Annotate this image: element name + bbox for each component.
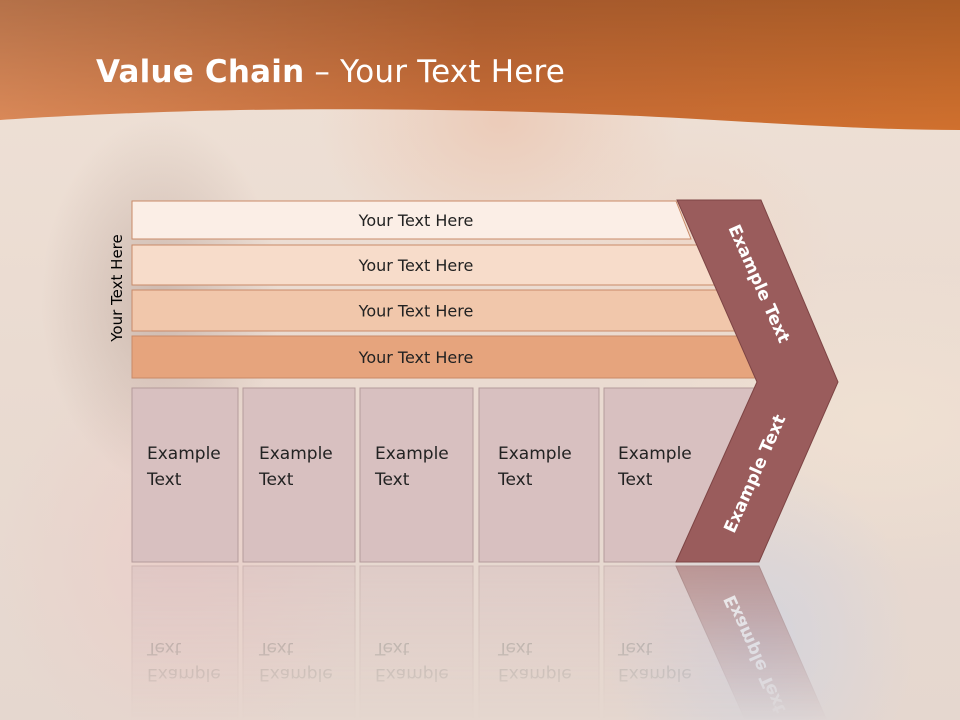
column-1-line1: Example: [147, 444, 221, 464]
reflection-text: Text: [374, 638, 410, 658]
bar-4-label: Your Text Here: [358, 348, 474, 367]
reflection-chevron: [675, 565, 828, 720]
title-rest: – Your Text Here: [304, 54, 566, 90]
reflection-text: Text: [146, 638, 182, 658]
column-4-line2: Text: [497, 470, 533, 490]
column-4-line1: Example: [498, 444, 572, 464]
column-4: [478, 387, 600, 563]
title-bold: Value Chain: [96, 54, 305, 90]
bar-1-label: Your Text Here: [358, 211, 474, 230]
reflection-text: Text: [258, 638, 294, 658]
column-2: [242, 387, 356, 563]
reflection-text: Text: [617, 638, 653, 658]
column-1-line2: Text: [146, 470, 182, 490]
reflection-column: [131, 565, 239, 720]
column-2-line2: Text: [258, 470, 294, 490]
reflection-text: Example: [498, 664, 572, 684]
header-band: [0, 0, 960, 130]
diagram-reflection: Example Text Example Text Example Text E…: [131, 565, 828, 720]
column-1: [131, 387, 239, 563]
reflection-column: [359, 565, 474, 720]
reflection-text: Text: [497, 638, 533, 658]
column-5-line2: Text: [617, 470, 653, 490]
column-3-line1: Example: [375, 444, 449, 464]
bar-2-label: Your Text Here: [358, 256, 474, 275]
bar-3-label: Your Text Here: [358, 302, 474, 321]
reflection-text: Example: [147, 664, 221, 684]
column-5-line1: Example: [618, 444, 692, 464]
column-2-line1: Example: [259, 444, 333, 464]
reflection-column: [478, 565, 600, 720]
reflection-column: [242, 565, 356, 720]
bar-1: [131, 200, 692, 240]
slide-title: Value Chain – Your Text Here: [96, 54, 565, 90]
column-3-line2: Text: [374, 470, 410, 490]
reflection-text: Example: [618, 664, 692, 684]
reflection-text: Example: [375, 664, 449, 684]
chevron-arrow: [675, 199, 839, 563]
reflection-text: Example: [259, 664, 333, 684]
column-3: [359, 387, 474, 563]
